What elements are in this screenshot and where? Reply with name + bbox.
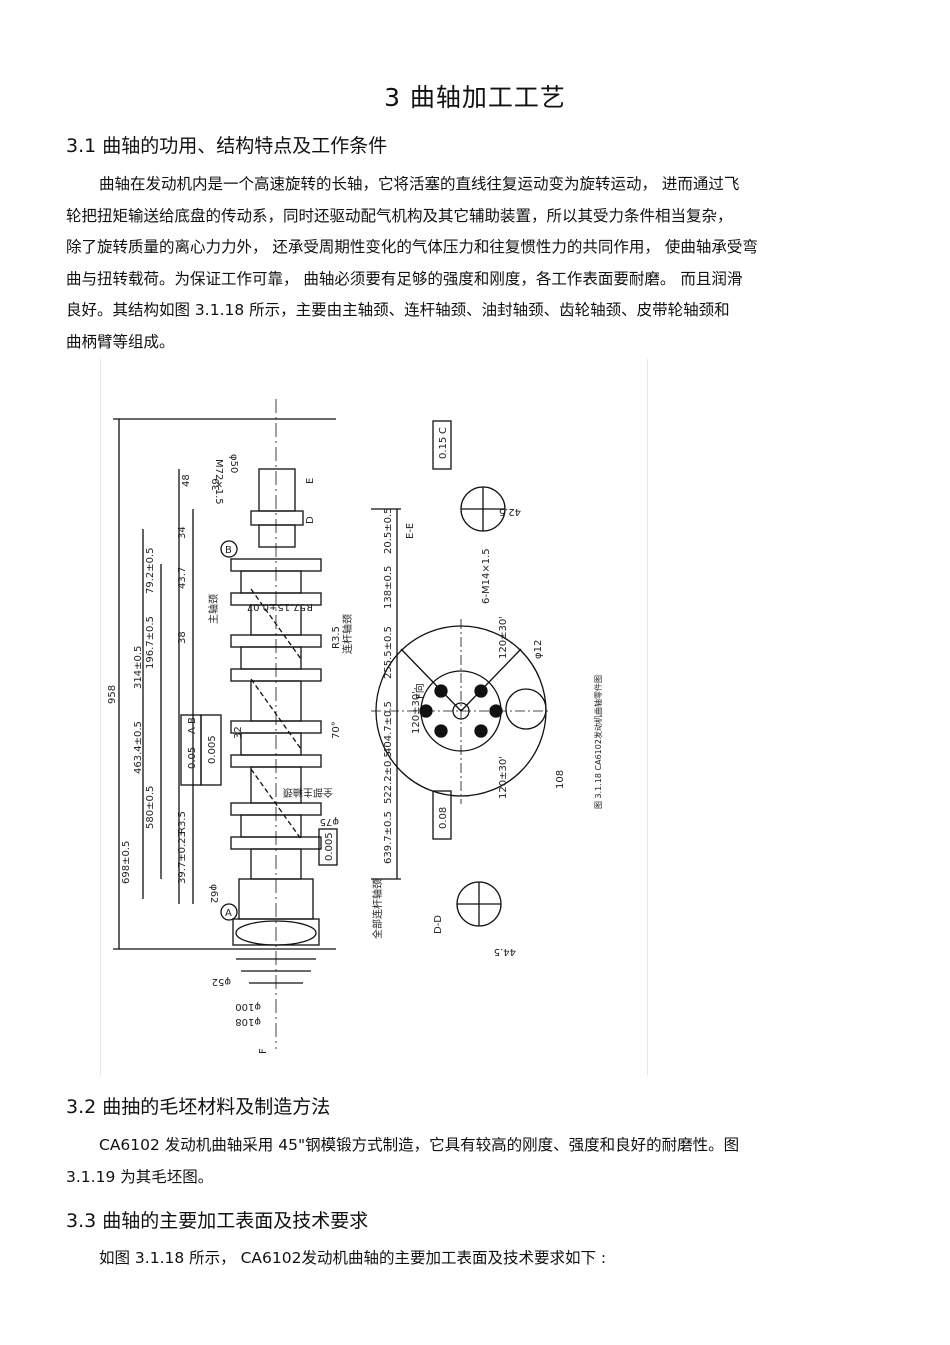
tolerance-value: 0.005 [207, 735, 218, 764]
paragraph-line: 曲柄臂等组成。 [66, 332, 175, 351]
dim-label: φ100 [235, 1001, 261, 1012]
dim-label: 48 [181, 474, 192, 487]
section-heading-3-2: 3.2 曲抽的毛坯材料及制造方法 [66, 1096, 331, 1118]
dim-label: R3.5 [177, 811, 188, 834]
dim-label: 34 [177, 526, 188, 539]
dim-label: 108 [555, 770, 566, 789]
paragraph-line: 轮把扭矩输送给底盘的传动系，同时还驱动配气机构及其它辅助装置，所以其受力条件相当… [66, 206, 733, 225]
paragraph-3-2: CA6102 发动机曲轴采用 45"钢模锻方式制造，它具有较高的刚度、强度和良好… [66, 1130, 882, 1193]
dim-label: φ75 [320, 816, 339, 827]
paragraph-3-1: 曲轴在发动机内是一个高速旋转的长轴，它将活塞的直线往复运动变为旋转运动， 进而通… [66, 169, 882, 358]
dim-label: 698±0.5 [121, 841, 132, 884]
dim-label: 42.5 [499, 506, 521, 517]
tolerance-value: 0.08 [438, 807, 449, 829]
tolerance-datum: A B [187, 717, 198, 734]
dim-label: 44.5 [494, 946, 516, 957]
hole-spec: 6-M14×1.5 [481, 548, 492, 604]
datum-label: A [225, 908, 232, 919]
view-letter: D [305, 516, 316, 524]
tolerance-value: 0.05 [187, 747, 198, 769]
section-label: D-D [433, 915, 444, 934]
dim-label: 39 [211, 478, 222, 491]
dim-label: φ52 [212, 976, 231, 987]
dim-label: 463.4±0.5 [133, 721, 144, 774]
paragraph-line: 除了旋转质量的离心力力外， 还承受周期性变化的气体压力和往复惯性力的共同作用， … [66, 238, 758, 256]
dim-label: 255.5±0.5 [383, 626, 394, 679]
feature-tag: 主轴颈 [207, 594, 220, 624]
crankshaft-drawing: 958 φ50 M72×1.5 48 39 34 79.2±0.5 43.7 1… [107, 399, 603, 1054]
dim-label: φ62 [208, 884, 219, 903]
feature-tag: 连杆轴颈 [341, 614, 354, 654]
paragraph-line: CA6102 发动机曲轴采用 45"钢模锻方式制造，它具有较高的刚度、强度和良好… [99, 1136, 740, 1154]
view-letter: F [258, 1048, 269, 1054]
dim-label: 639.7±0.5 [383, 811, 394, 864]
dim-label: 138±0.5 [383, 566, 394, 609]
dim-label: R3.5 [331, 626, 342, 649]
dim-label: M72×1.5 [213, 459, 224, 505]
dim-label: 79.2±0.5 [145, 547, 156, 594]
view-letter: E [305, 478, 316, 484]
dim-label: 38 [177, 631, 188, 644]
dim-label: 196.7±0.5 [145, 616, 156, 669]
page-title: 3 曲轴加工工艺 [384, 83, 566, 112]
paragraph-3-3: 如图 3.1.18 所示， CA6102发动机曲轴的主要加工表面及技术要求如下 … [66, 1243, 882, 1275]
paragraph-line: 曲与扭转载荷。为保证工作可靠， 曲轴必须要有足够的强度和刚度，各工作表面要耐磨。… [66, 269, 743, 288]
dim-total-length: 958 [107, 685, 118, 704]
dim-label: φ12 [533, 640, 544, 659]
section-label: E-E [405, 523, 416, 539]
dim-label: 39.7±0.23 [177, 831, 188, 884]
figure-caption: 图 3.1.18 CA6102发动机曲轴零件图 [593, 675, 603, 809]
tolerance-value: 0.005 [324, 832, 335, 861]
dim-label: φ108 [235, 1016, 261, 1027]
dim-label: 32 [233, 726, 244, 739]
paragraph-line: 如图 3.1.18 所示， CA6102发动机曲轴的主要加工表面及技术要求如下 … [99, 1249, 607, 1267]
view-note: F向 [413, 683, 426, 699]
section-heading-3-3: 3.3 曲轴的主要加工表面及技术要求 [66, 1210, 369, 1232]
dim-label: φ50 [228, 454, 239, 473]
paragraph-line: 良好。其结构如图 3.1.18 所示，主要由主轴颈、连杆轴颈、油封轴颈、齿轮轴颈… [66, 301, 730, 319]
tolerance-value: 0.15 [438, 437, 449, 459]
dim-label: 522.2±0.5 [383, 751, 394, 804]
dim-label: 314±0.5 [133, 646, 144, 689]
dim-label: 43.7 [177, 567, 188, 589]
section-heading-3-1: 3.1 曲轴的功用、结构特点及工作条件 [66, 135, 388, 157]
dim-label: 404.7±0.5 [383, 701, 394, 754]
dim-label: 70° [331, 721, 342, 739]
angle-label: 120±30' [498, 756, 509, 799]
dim-label: R57.15±0.07 [247, 601, 313, 612]
datum-label: B [225, 545, 232, 556]
dim-label: 580±0.5 [145, 786, 156, 829]
angle-label: 120±30' [411, 691, 422, 734]
feature-tag: 全部主轴颈 [283, 786, 333, 799]
datum-label: C [438, 427, 449, 434]
angle-label: 120±30' [498, 616, 509, 659]
feature-tag: 全部连杆轴颈 [371, 879, 384, 939]
crankshaft-drawing-figure: 958 φ50 M72×1.5 48 39 34 79.2±0.5 43.7 1… [100, 359, 648, 1075]
paragraph-line: 曲轴在发动机内是一个高速旋转的长轴，它将活塞的直线往复运动变为旋转运动， 进而通… [99, 175, 740, 193]
paragraph-line: 3.1.19 为其毛坯图。 [66, 1167, 214, 1186]
dim-label: 20.5±0.5 [383, 507, 394, 554]
